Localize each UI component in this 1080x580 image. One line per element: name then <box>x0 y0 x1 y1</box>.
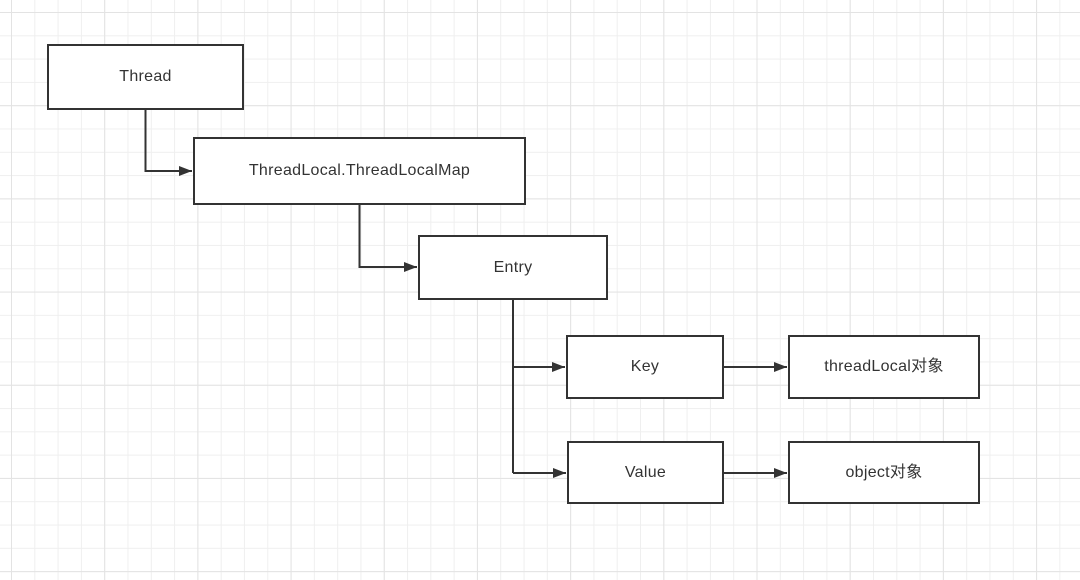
node-key-label: Key <box>630 358 660 375</box>
node-value-label: Value <box>624 463 667 481</box>
node-thread: Thread <box>47 44 244 110</box>
node-threadlocalmap-label: ThreadLocal.ThreadLocalMap <box>248 162 471 179</box>
node-entry: Entry <box>418 235 608 300</box>
node-object-object: object对象 <box>788 441 980 504</box>
node-threadlocal-object-label: threadLocal对象 <box>824 358 944 375</box>
node-thread-label: Thread <box>119 68 172 85</box>
edge-threadlocalmap-to-entry <box>358 205 417 272</box>
node-key: Key <box>566 335 724 399</box>
node-threadlocal-object: threadLocal对象 <box>788 335 980 399</box>
node-object-object-label: object对象 <box>845 463 923 481</box>
node-entry-label: Entry <box>493 258 533 276</box>
edge-thread-to-threadlocalmap <box>144 110 192 176</box>
node-threadlocalmap: ThreadLocal.ThreadLocalMap <box>193 137 526 205</box>
node-value: Value <box>567 441 724 504</box>
